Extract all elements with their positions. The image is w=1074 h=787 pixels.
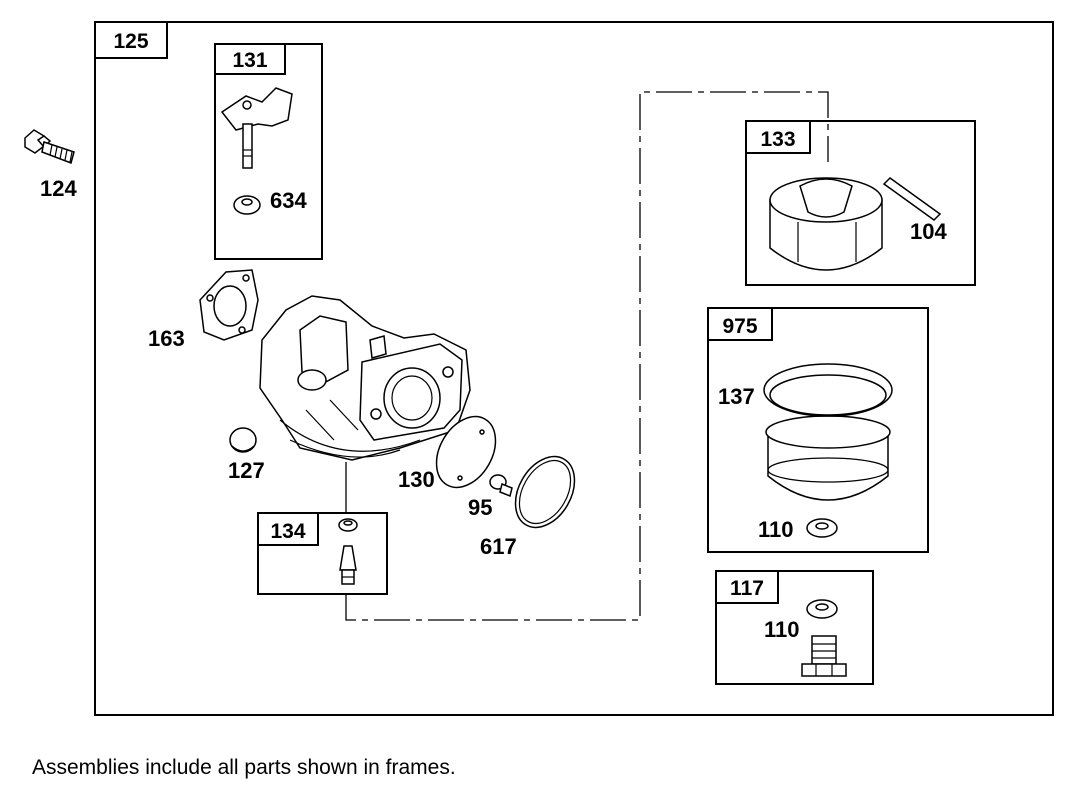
- part-634-washer: [233, 195, 261, 215]
- frame-975-tag: 975: [722, 315, 757, 338]
- part-117-nut: [801, 635, 847, 677]
- part-95-screw: [489, 474, 513, 498]
- part-110-washer-b: [806, 599, 838, 619]
- part-124-screw: [24, 129, 75, 164]
- footnote-text: Assemblies include all parts shown in fr…: [32, 756, 456, 779]
- leader-lines: [345, 91, 829, 621]
- frame-131: [214, 43, 323, 260]
- part-carburetor-body: [259, 295, 471, 461]
- label-110-a: 110: [758, 517, 794, 542]
- part-137-gasket: [763, 363, 893, 417]
- frame-117: [715, 570, 874, 685]
- label-617: 617: [480, 534, 517, 559]
- label-137: 137: [718, 384, 755, 409]
- label-127: 127: [228, 458, 265, 483]
- label-130: 130: [398, 467, 435, 492]
- part-975-bowl: [765, 415, 891, 501]
- part-110-washer-a: [806, 518, 838, 538]
- frame-125: [94, 21, 1054, 716]
- frame-134: [257, 512, 388, 595]
- frame-125-tag: 125: [113, 30, 148, 53]
- frame-133-tag: 133: [760, 128, 795, 151]
- label-104: 104: [910, 219, 947, 244]
- part-127-plug: [229, 427, 257, 453]
- frame-131-tag: 131: [232, 49, 267, 72]
- label-95: 95: [468, 495, 492, 520]
- part-133-float: [769, 177, 883, 271]
- frame-975: [707, 307, 929, 553]
- part-163-gasket: [199, 269, 259, 341]
- part-131-float-lever: [220, 87, 293, 169]
- label-110-b: 110: [764, 617, 800, 642]
- label-634: 634: [270, 188, 307, 213]
- frame-117-tag: 117: [730, 577, 764, 600]
- frame-134-tag: 134: [270, 520, 305, 543]
- part-134-needle: [338, 518, 358, 585]
- part-617-oring: [514, 455, 576, 529]
- part-130-disc: [435, 415, 497, 489]
- label-124: 124: [40, 176, 77, 201]
- part-104-pin: [882, 177, 942, 221]
- frame-133: [745, 120, 976, 286]
- label-163: 163: [148, 326, 185, 351]
